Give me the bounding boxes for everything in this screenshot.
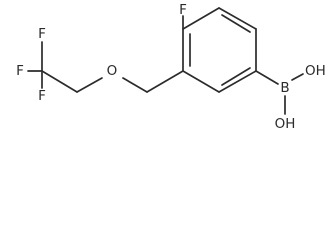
atom-label-hydroxyl-bottom: OH: [275, 116, 296, 132]
chemical-structure-diagram: F F F F O B OH OH: [16, 2, 326, 132]
ring-double-bond-c4-c5: [221, 67, 251, 86]
ring-bond-c1-c2: [182, 7, 220, 30]
ring-bond-c4-c5: [218, 70, 257, 93]
bond-ring-methylene: [146, 70, 184, 93]
ring-bond-c5-c6: [182, 70, 220, 93]
ring-bond-c2-c3: [218, 7, 257, 30]
bond-ch2-cf3: [41, 70, 78, 93]
bond-ring-boron: [255, 70, 279, 85]
atom-label-fluorine-bottom: F: [38, 88, 46, 104]
atom-label-fluorine-mid: F: [16, 63, 24, 79]
atom-label-fluorine-top: F: [38, 26, 46, 42]
atom-label-hydroxyl-top: OH: [305, 63, 326, 79]
atom-label-fluorine-ring: F: [179, 2, 187, 18]
ring-double-bond-c2-c3: [221, 14, 251, 33]
bond-oxygen-ch2: [76, 77, 103, 93]
bond-methylene-oxygen: [122, 77, 148, 93]
atom-label-ether-oxygen: O: [107, 63, 118, 79]
bond-boron-oh-top: [291, 73, 304, 81]
atom-label-boron: B: [280, 80, 289, 96]
chemical-structure-canvas: F F F F O B OH OH: [16, 2, 326, 132]
benzene-ring: [182, 7, 257, 93]
